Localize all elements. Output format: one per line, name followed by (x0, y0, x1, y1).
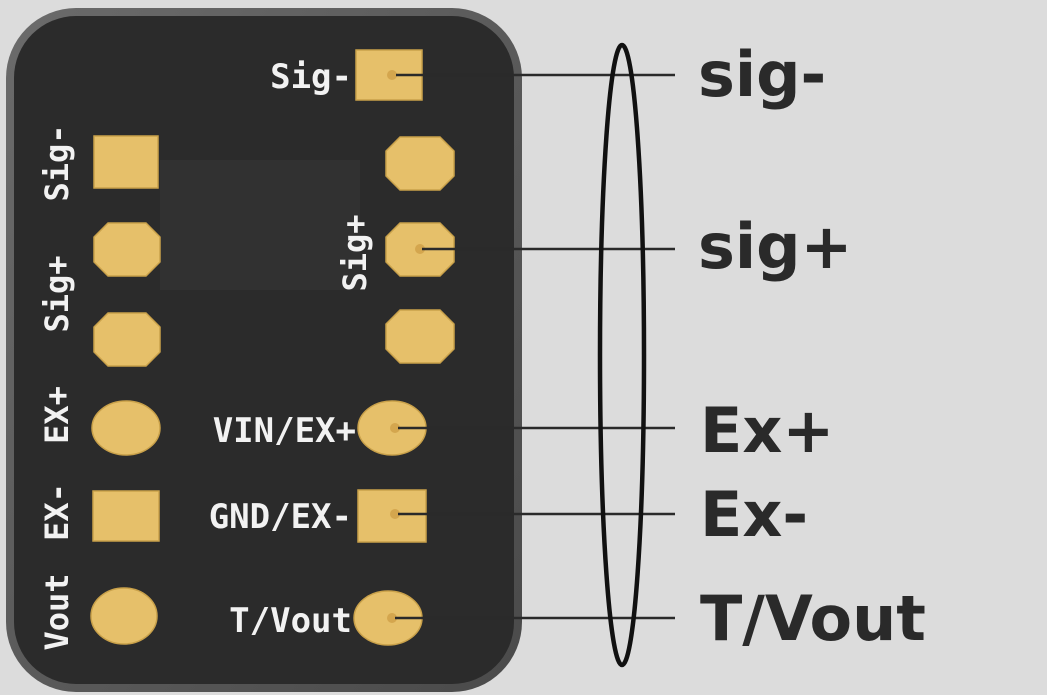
silk-sig-plus-right: Sig+ (336, 214, 374, 291)
solder-dot-sig-minus (387, 70, 397, 80)
silk-left-ex-minus: EX- (38, 483, 76, 541)
pad-left-ex-plus (91, 400, 161, 456)
pad-right-upper (385, 136, 455, 191)
wire-label-sig-plus: sig+ (698, 210, 853, 283)
silk-sig-minus-top: Sig- (270, 57, 352, 97)
silk-gnd-ex-minus: GND/EX- (209, 497, 352, 537)
solder-dot-ex-plus (390, 423, 400, 433)
wire-label-sig-minus: sig- (698, 38, 826, 111)
pad-right-lower (385, 309, 455, 364)
silk-vin-ex-plus: VIN/EX+ (213, 411, 356, 451)
wire-label-ex-minus: Ex- (700, 478, 808, 551)
solder-dot-sig-plus (415, 244, 425, 254)
silk-left-vout: Vout (38, 573, 76, 650)
pad-left-vout (90, 587, 158, 645)
solder-dot-ex-minus (390, 509, 400, 519)
pad-left-ex-minus (92, 490, 160, 542)
pad-left-sig-minus (93, 135, 159, 189)
pcb-shadow-area (160, 160, 360, 290)
cable-bundle-ellipse (597, 42, 647, 668)
wire-label-ex-plus: Ex+ (700, 394, 834, 467)
pad-left-sig-plus-top (93, 222, 161, 277)
silk-t-vout: T/Vout (229, 601, 352, 641)
wire-label-t-vout: T/Vout (700, 582, 926, 655)
solder-dot-t-vout (387, 613, 397, 623)
silk-left-ex-plus: EX+ (38, 386, 76, 444)
silk-left-sig-minus: Sig- (38, 124, 76, 201)
pad-left-sig-plus-bottom (93, 312, 161, 367)
silk-left-sig-plus: Sig+ (38, 255, 76, 332)
